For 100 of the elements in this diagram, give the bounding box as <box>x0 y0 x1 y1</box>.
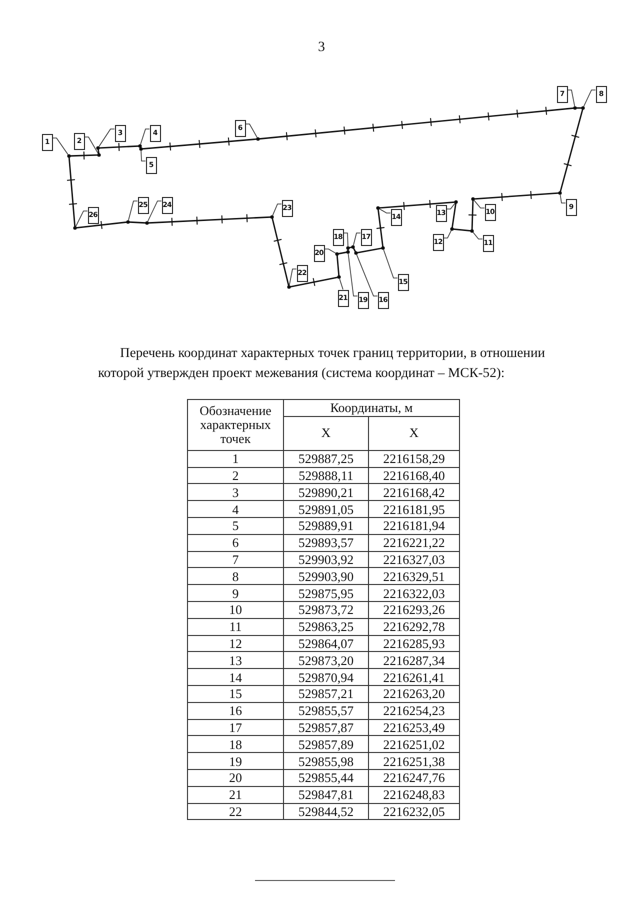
leader-line <box>356 254 378 296</box>
table-cell: 2216158,29 <box>368 450 460 468</box>
boundary-point <box>450 227 454 231</box>
table-cell: 529903,92 <box>284 551 368 568</box>
boundary-point <box>581 106 585 110</box>
table-cell: 10 <box>188 601 284 618</box>
leader-line <box>339 278 344 290</box>
boundary-point <box>96 146 100 150</box>
table-cell: 529863,25 <box>284 618 368 636</box>
boundary-point <box>337 275 341 279</box>
boundary-point <box>256 137 260 141</box>
table-cell: 16 <box>188 702 284 720</box>
boundary-point <box>351 245 355 249</box>
boundary-point <box>346 246 350 250</box>
table-cell: 529903,90 <box>284 568 368 585</box>
leader-line <box>324 248 336 254</box>
table-cell: 13 <box>188 652 284 669</box>
leader-line <box>140 150 146 162</box>
table-cell: 9 <box>188 584 284 602</box>
table-cell: 5 <box>188 517 284 534</box>
table-cell: 2216251,02 <box>368 736 460 753</box>
table-cell: 2216263,20 <box>368 685 460 702</box>
header-cell: X <box>368 416 460 450</box>
table-cell: 15 <box>188 685 284 702</box>
leader-line <box>353 232 361 246</box>
table-cell: 2216253,49 <box>368 719 460 736</box>
table-cell: 2216261,41 <box>368 668 460 686</box>
table-cell: 2216232,05 <box>368 803 460 820</box>
boundary-point <box>139 147 143 151</box>
leader-line <box>84 136 98 154</box>
header-cell: Координаты, м <box>284 400 460 416</box>
table-cell: 2216247,76 <box>368 769 460 786</box>
table-cell: 529855,57 <box>284 702 368 720</box>
table-cell: 529889,91 <box>284 517 368 534</box>
boundary-point <box>346 250 350 254</box>
boundary-point <box>67 154 71 158</box>
table-cell: 22 <box>188 803 284 820</box>
leader-line <box>560 194 566 204</box>
table-cell: 7 <box>188 551 284 568</box>
table-cell: 529855,44 <box>284 769 368 786</box>
table-cell: 529873,72 <box>284 601 368 618</box>
leader-line <box>75 210 88 227</box>
table-cell: 2 <box>188 467 284 484</box>
table-cell: 2216322,03 <box>368 584 460 602</box>
table-cell: 529891,05 <box>284 500 368 518</box>
table-cell: 19 <box>188 752 284 770</box>
table-cell: 21 <box>188 786 284 804</box>
leader-line <box>379 208 391 214</box>
leader-line <box>147 200 162 222</box>
table-cell: 529870,94 <box>284 668 368 686</box>
table-cell: 14 <box>188 668 284 686</box>
boundary-point <box>270 215 274 219</box>
table-cell: 2216168,42 <box>368 484 460 501</box>
leader-line <box>472 232 483 240</box>
leader-line <box>140 128 150 145</box>
table-cell: 2216327,03 <box>368 551 460 568</box>
paragraph: Перечень координат характерных точек границ территории, в отношении которой утвержден проект межевания (система координат – МСК-52): <box>98 344 546 382</box>
table-cell: 8 <box>188 568 284 585</box>
boundary-point <box>126 220 130 224</box>
table-cell: 2216181,94 <box>368 517 460 534</box>
boundary-point <box>354 251 358 255</box>
table-cell: 2216329,51 <box>368 568 460 585</box>
leader-line <box>245 124 258 138</box>
boundary-point <box>470 229 474 233</box>
leader-line <box>443 230 452 238</box>
table-cell: 529855,98 <box>284 752 368 770</box>
boundary-point <box>287 285 291 289</box>
boundary-point <box>471 197 475 201</box>
leader-line <box>52 138 68 155</box>
table-cell: 17 <box>188 719 284 736</box>
table-cell: 529875,95 <box>284 584 368 602</box>
boundary-point <box>145 221 149 225</box>
header-cell: Обозначение характерных точек <box>188 400 284 450</box>
boundary-point <box>381 246 385 250</box>
table-cell: 529844,52 <box>284 803 368 820</box>
table-cell: 11 <box>188 618 284 636</box>
leader-line <box>446 203 456 210</box>
table-cell: 529857,89 <box>284 736 368 753</box>
table-cell: 2216292,78 <box>368 618 460 636</box>
leader-line <box>474 200 485 208</box>
table-cell: 2216287,34 <box>368 652 460 669</box>
table-cell: 2216285,93 <box>368 635 460 652</box>
leader-line <box>343 232 348 247</box>
table-cell: 2216181,95 <box>368 500 460 518</box>
page-number: 3 <box>318 40 325 56</box>
leader-line <box>567 90 576 107</box>
boundary-point <box>138 144 142 148</box>
table-cell: 529873,20 <box>284 652 368 669</box>
table-cell: 2216248,83 <box>368 786 460 804</box>
leader-line <box>583 90 596 107</box>
header-cell: X <box>284 416 368 450</box>
boundary-point <box>558 191 562 195</box>
table-cell: 529887,25 <box>284 450 368 468</box>
boundary-point <box>376 206 380 210</box>
table-cell: 2216221,22 <box>368 534 460 552</box>
boundary-point <box>454 200 458 204</box>
table-cell: 2216251,38 <box>368 752 460 770</box>
table-cell: 20 <box>188 769 284 786</box>
table-cell: 6 <box>188 534 284 552</box>
leader-line <box>383 249 398 278</box>
